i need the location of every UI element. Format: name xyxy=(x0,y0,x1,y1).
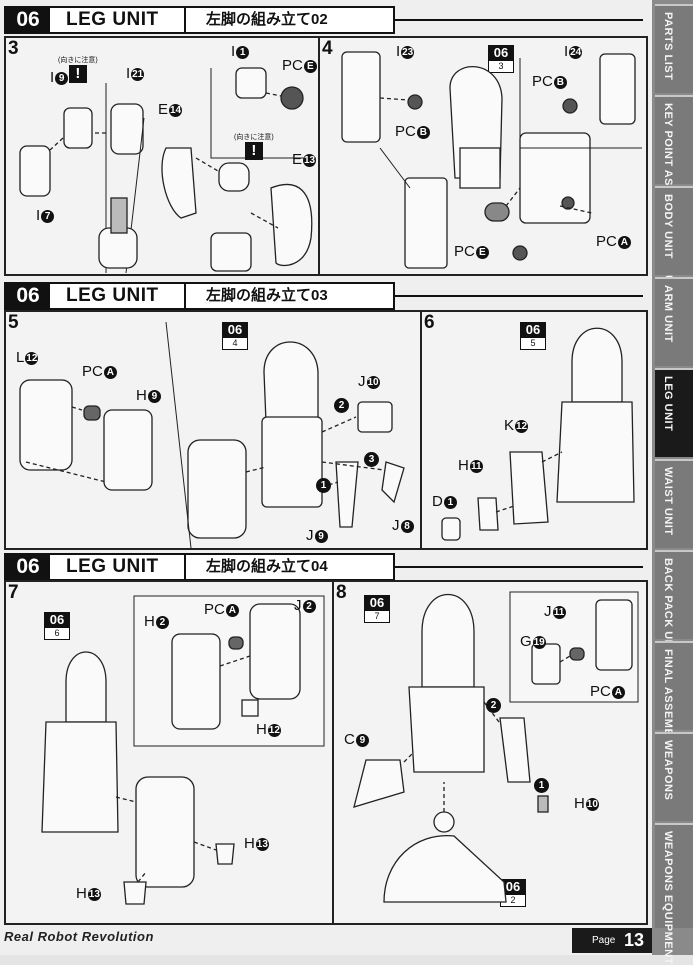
section-header-2: 06 LEG UNIT 左脚の組み立て03 xyxy=(4,282,643,310)
step-number: 8 xyxy=(336,582,347,603)
order-marker: 2 xyxy=(486,698,501,713)
section-title: LEG UNIT xyxy=(56,555,186,579)
tab-back-pack-unit[interactable]: BACK PACK UNIT xyxy=(655,550,693,659)
section-sidebar: PARTS LIST KEY POINT ASSEMBLE HEAD UNIT … xyxy=(652,0,693,965)
section-number: 06 xyxy=(6,555,50,579)
exclamation-icon: ! xyxy=(68,65,87,83)
order-marker: 2 xyxy=(334,398,349,413)
step-5-drawing xyxy=(19,321,405,548)
step-number: 3 xyxy=(8,38,19,59)
tab-body-unit[interactable]: BODY UNIT xyxy=(655,186,693,275)
header-rule xyxy=(393,566,643,568)
header-rule xyxy=(393,295,643,297)
warning-text: (向きに注意) xyxy=(58,57,98,64)
section-title: LEG UNIT xyxy=(56,284,186,308)
tab-weapons-equipment[interactable]: WEAPONS EQUIPMENT xyxy=(655,823,693,965)
tab-leg-unit[interactable]: LEG UNIT xyxy=(655,368,693,457)
section-number: 06 xyxy=(6,284,50,308)
tab-head-unit[interactable]: KEY POINT ASSEMBLE HEAD UNIT xyxy=(655,95,693,303)
orientation-warning: (向きに注意) ! xyxy=(234,134,274,160)
step-number: 7 xyxy=(8,582,19,603)
order-marker: 3 xyxy=(364,452,379,467)
page-indicator: Page 13 xyxy=(572,928,652,953)
exclamation-icon: ! xyxy=(244,142,263,160)
section-subtitle: 左脚の組み立て04 xyxy=(206,558,328,575)
page-number: 13 xyxy=(624,930,645,950)
step-number: 5 xyxy=(8,312,19,333)
step-7-drawing xyxy=(41,595,325,905)
tab-parts-list[interactable]: PARTS LIST xyxy=(655,4,693,93)
order-marker: 1 xyxy=(316,478,331,493)
tab-waist-unit[interactable]: WAIST UNIT xyxy=(655,459,693,548)
step-6-drawing xyxy=(441,327,635,541)
section-number: 06 xyxy=(6,8,50,32)
step-8-drawing xyxy=(353,591,639,903)
step-4-drawing xyxy=(341,51,642,269)
step-3-panel: 3 xyxy=(4,36,320,276)
tab-arm-unit[interactable]: ARM UNIT xyxy=(655,277,693,366)
section-subtitle: 左脚の組み立て03 xyxy=(206,287,328,304)
step-number: 6 xyxy=(424,312,435,333)
step-3-drawing xyxy=(19,67,316,274)
section-subtitle: 左脚の組み立て02 xyxy=(206,11,328,28)
orientation-warning: (向きに注意) ! xyxy=(58,56,98,83)
section-title: LEG UNIT xyxy=(56,8,186,32)
section-header-1: 06 LEG UNIT 左脚の組み立て02 xyxy=(4,6,643,34)
page-label: Page xyxy=(592,935,616,946)
tab-final-assemble[interactable]: FINAL ASSEMBLE xyxy=(655,641,693,752)
brand-footer: Real Robot Revolution xyxy=(4,929,154,944)
header-rule xyxy=(393,19,643,21)
order-marker: 1 xyxy=(534,778,549,793)
section-header-3: 06 LEG UNIT 左脚の組み立て04 xyxy=(4,553,643,581)
step-number: 4 xyxy=(322,38,333,59)
tab-weapons[interactable]: WEAPONS xyxy=(655,732,693,821)
